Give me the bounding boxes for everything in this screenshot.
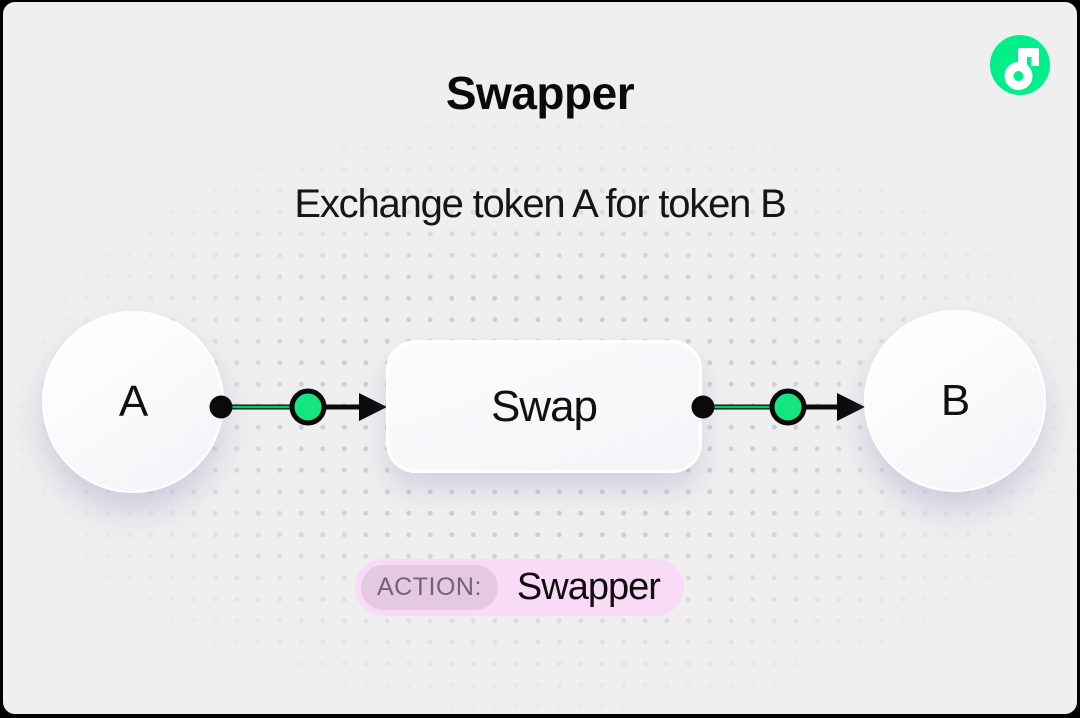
arrowhead-icon bbox=[359, 393, 387, 421]
action-badge: ACTION: Swapper bbox=[355, 559, 684, 616]
connector-left-arrow bbox=[209, 388, 387, 426]
page-subtitle: Exchange token A for token B bbox=[294, 182, 786, 226]
swap-node-label: Swap bbox=[490, 381, 598, 431]
source-port-dot bbox=[209, 395, 233, 419]
token-b-node: B bbox=[864, 310, 1046, 492]
canvas: Swapper Exchange token A for token B A S… bbox=[3, 2, 1077, 714]
arrowhead-icon bbox=[837, 393, 865, 421]
action-badge-value: Swapper bbox=[516, 566, 661, 608]
token-a-label: A bbox=[118, 377, 148, 426]
flow-logo-icon bbox=[990, 35, 1050, 95]
source-port-dot bbox=[691, 395, 715, 419]
token-b-label: B bbox=[940, 376, 970, 425]
connector-right-arrow bbox=[691, 388, 865, 426]
token-flow-dot bbox=[769, 388, 807, 426]
page-title: Swapper bbox=[445, 67, 635, 119]
action-badge-label: ACTION: bbox=[361, 565, 498, 610]
token-a-node: A bbox=[42, 311, 224, 493]
token-flow-dot bbox=[289, 388, 327, 426]
swap-node: Swap bbox=[386, 340, 702, 473]
